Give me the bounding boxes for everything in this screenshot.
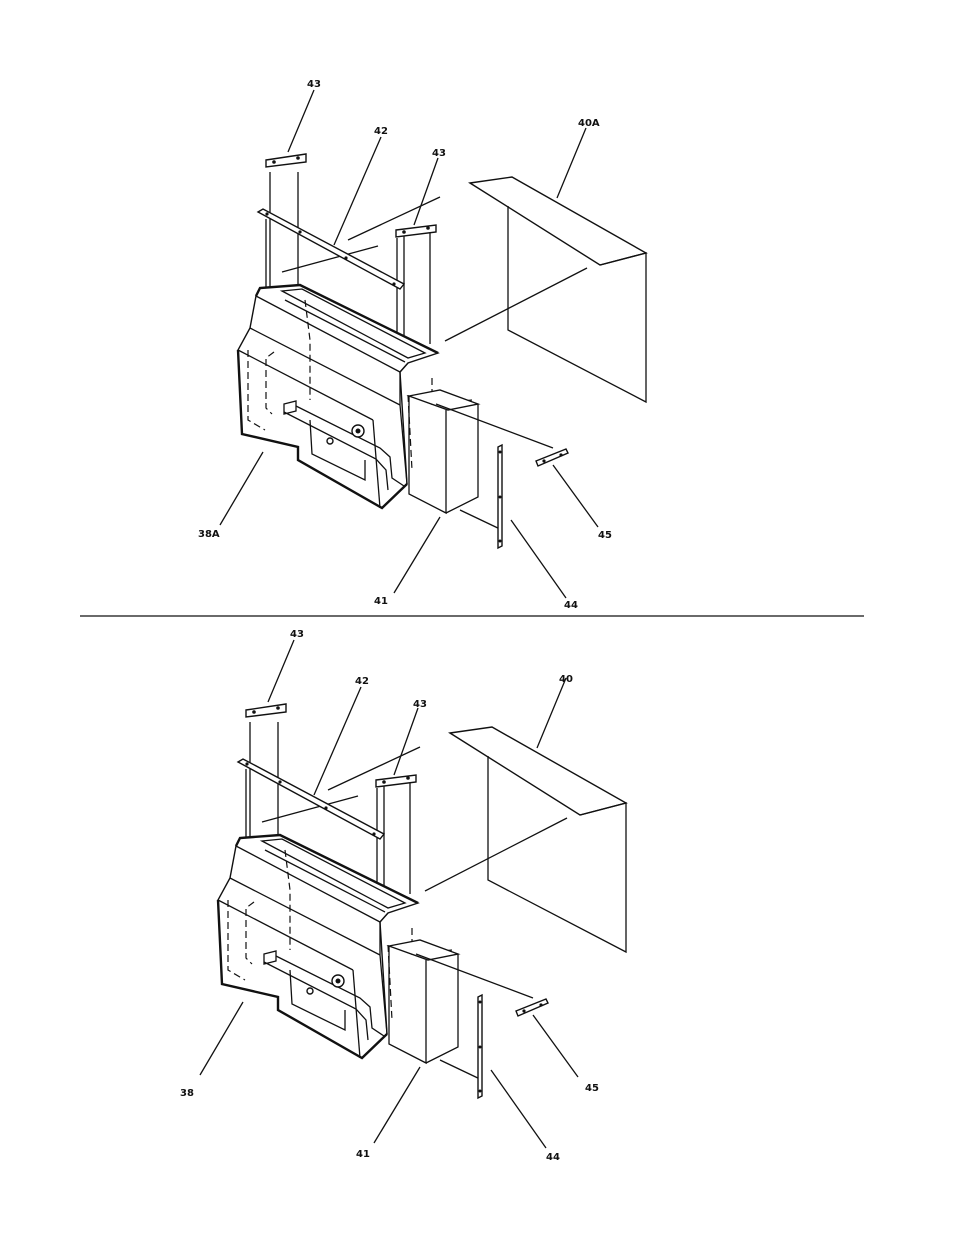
callout-44-bottom: 44 — [546, 1152, 560, 1163]
callout-40a: 40A — [578, 118, 600, 129]
bottom-exploded-diagram — [200, 640, 626, 1148]
callout-45-bottom: 45 — [585, 1083, 599, 1094]
callout-44-top: 44 — [564, 600, 578, 611]
callout-42-top: 42 — [374, 126, 388, 137]
callout-43-bottom-right: 43 — [413, 699, 427, 710]
callout-42-bottom: 42 — [355, 676, 369, 687]
callout-43-top-left: 43 — [307, 79, 321, 90]
callout-40: 40 — [559, 674, 573, 685]
callout-41-bottom: 41 — [356, 1149, 370, 1160]
callout-45-top: 45 — [598, 530, 612, 541]
callout-38a: 38A — [198, 529, 220, 540]
bottom-assembly-drawing — [200, 640, 626, 1148]
callout-38: 38 — [180, 1088, 194, 1099]
callout-43-bottom-left: 43 — [290, 629, 304, 640]
callout-43-top-right: 43 — [432, 148, 446, 159]
callout-41-top: 41 — [374, 596, 388, 607]
